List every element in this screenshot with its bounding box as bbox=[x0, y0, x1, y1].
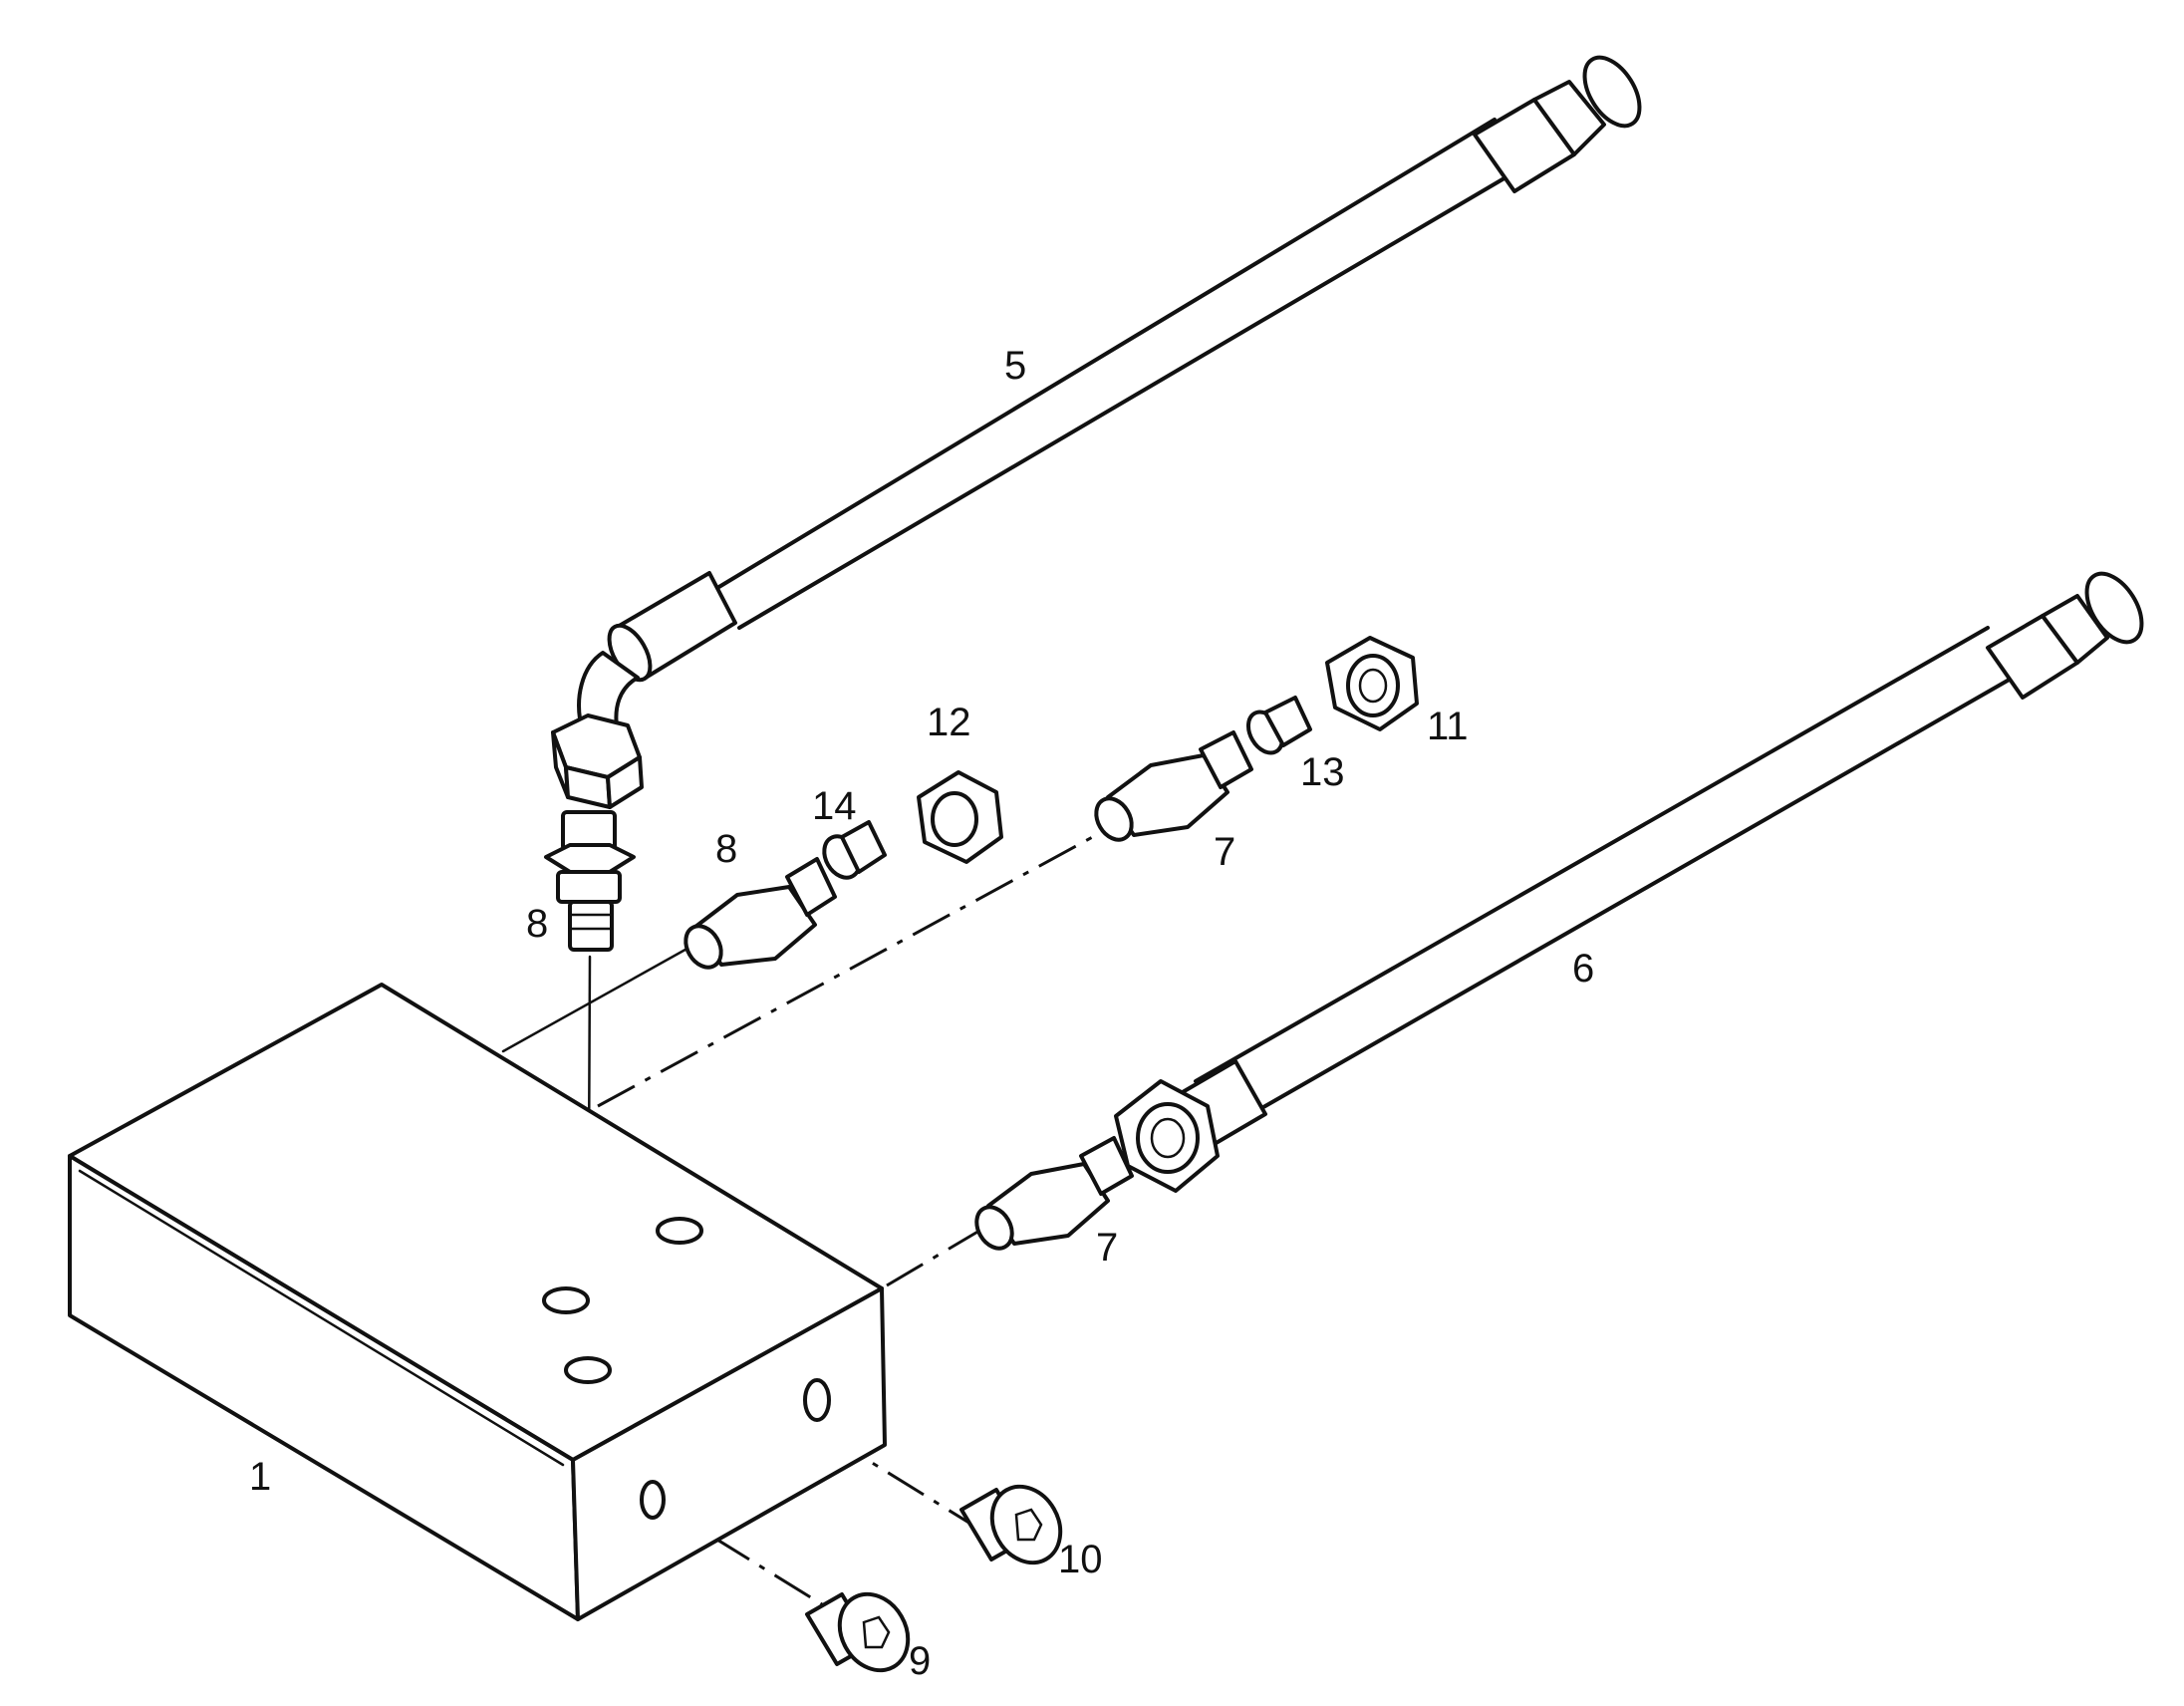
plug-9 bbox=[805, 1591, 911, 1673]
callout-9: 9 bbox=[909, 1639, 931, 1683]
top-port-hole bbox=[656, 1217, 703, 1245]
callout-7-lower: 7 bbox=[1096, 1226, 1118, 1270]
hose-6 bbox=[1114, 571, 2144, 1193]
fitting-14 bbox=[822, 820, 887, 880]
fitting-11-nut bbox=[1325, 636, 1419, 731]
side-port-hole bbox=[640, 1480, 666, 1520]
callout-10: 10 bbox=[1058, 1538, 1103, 1581]
fitting-7-lower bbox=[974, 1136, 1134, 1251]
callout-1: 1 bbox=[249, 1455, 271, 1499]
top-port-hole bbox=[542, 1286, 590, 1314]
callout-11: 11 bbox=[1427, 705, 1469, 748]
fitting-8-horizontal bbox=[683, 857, 837, 970]
fitting-7-upper bbox=[1094, 730, 1253, 842]
fitting-8-vertical bbox=[544, 810, 636, 952]
fitting-12-nut bbox=[917, 770, 1003, 864]
fitting-13 bbox=[1245, 696, 1312, 755]
hose-5 bbox=[551, 55, 1642, 809]
callout-8-vertical: 8 bbox=[526, 902, 548, 946]
callout-13: 13 bbox=[1300, 750, 1345, 794]
callout-8-horizontal: 8 bbox=[715, 827, 737, 871]
callout-5: 5 bbox=[1004, 344, 1026, 388]
callout-14: 14 bbox=[812, 784, 857, 828]
side-port-hole bbox=[803, 1378, 831, 1422]
callout-12: 12 bbox=[927, 701, 971, 744]
callout-6: 6 bbox=[1572, 947, 1594, 991]
callout-labels: 1 5 6 7 7 8 8 9 10 11 12 13 14 bbox=[249, 344, 1594, 1683]
top-port-hole bbox=[564, 1356, 612, 1384]
plug-10 bbox=[959, 1484, 1063, 1565]
manifold-block bbox=[68, 983, 887, 1621]
callout-7-upper: 7 bbox=[1214, 830, 1235, 874]
